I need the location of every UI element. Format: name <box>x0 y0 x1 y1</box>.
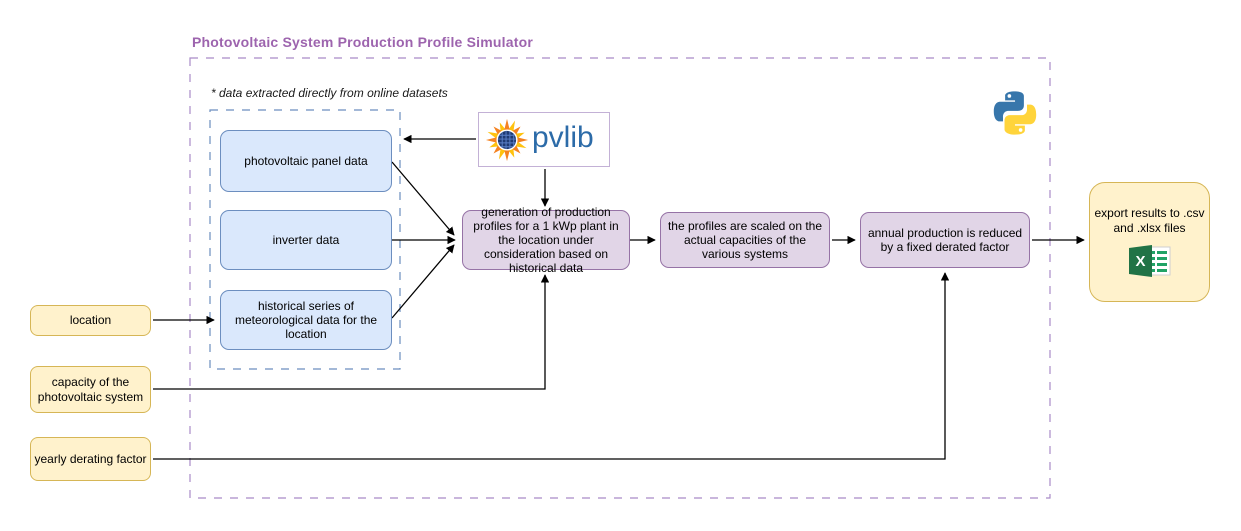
node-label: location <box>69 313 112 328</box>
node-export-results: export results to .csv and .xlsx files X <box>1089 182 1210 302</box>
node-capacity-input: capacity of the photovoltaic system <box>30 366 151 413</box>
diagram-title: Photovoltaic System Production Profile S… <box>192 34 533 50</box>
node-annual-production-derated: annual production is reduced by a fixed … <box>860 212 1030 268</box>
python-icon <box>993 91 1037 135</box>
pvlib-logo-box: pvlib <box>478 112 610 167</box>
node-label: export results to .csv and .xlsx files <box>1094 206 1205 235</box>
pvlib-sun-icon <box>485 118 529 161</box>
node-label: yearly derating factor <box>34 451 147 466</box>
simulator-dashed-frame <box>189 57 1051 499</box>
arrow-panel-data-to-generation <box>391 161 455 236</box>
node-location-input: location <box>30 305 151 336</box>
node-meteorological-data: historical series of meteorological data… <box>220 290 392 350</box>
node-label: capacity of the photovoltaic system <box>37 375 144 404</box>
online-datasets-note: * data extracted directly from online da… <box>211 86 448 100</box>
online-datasets-dashed-frame <box>209 109 401 370</box>
arrow-capacity-to-generation <box>153 274 550 390</box>
arrow-derating-factor-to-step3 <box>153 272 950 460</box>
node-derating-factor-input: yearly derating factor <box>30 437 151 481</box>
node-generation-profiles: generation of production profiles for a … <box>462 205 630 275</box>
node-photovoltaic-panel-data: photovoltaic panel data <box>220 130 392 192</box>
node-label: annual production is reduced by a fixed … <box>867 225 1023 254</box>
pvlib-logo-label: pvlib <box>532 121 594 154</box>
node-label: photovoltaic panel data <box>244 153 368 168</box>
excel-icon: X <box>1128 244 1170 277</box>
node-profiles-scaled: the profiles are scaled on the actual ca… <box>660 212 830 268</box>
node-label: inverter data <box>272 232 340 247</box>
svg-text:X: X <box>1135 253 1145 270</box>
node-label: the profiles are scaled on the actual ca… <box>667 218 823 262</box>
arrow-meteo-data-to-generation <box>391 244 455 319</box>
node-label: generation of production profiles for a … <box>473 204 619 276</box>
node-label: historical series of meteorological data… <box>234 298 378 342</box>
node-inverter-data: inverter data <box>220 210 392 270</box>
